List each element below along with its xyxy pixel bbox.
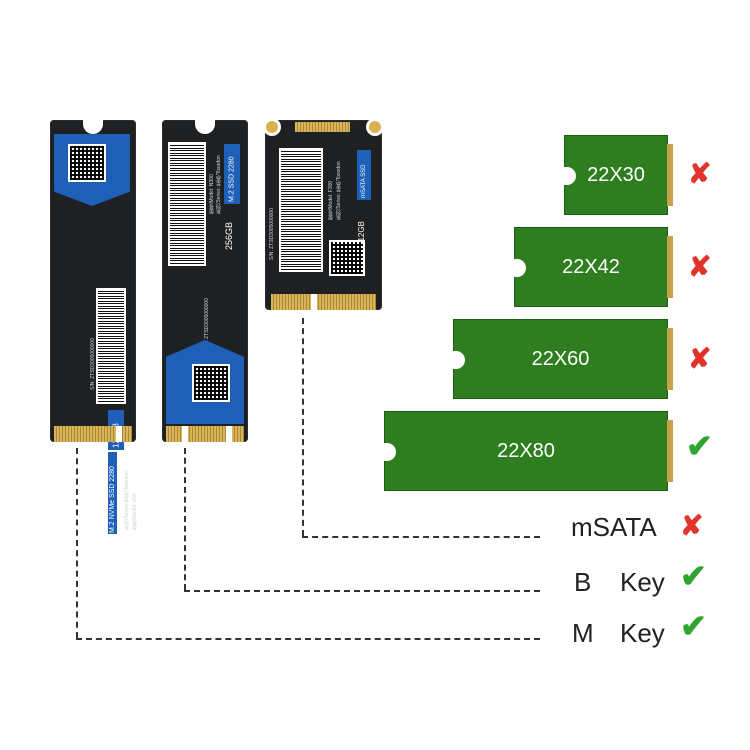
- connector-line-b-key: [184, 590, 540, 592]
- screw-notch: [83, 118, 103, 134]
- cross-icon: ✘: [688, 158, 712, 189]
- screw-hole-right: [366, 118, 384, 136]
- ssd-model: 型号/Model: F300: [328, 180, 334, 220]
- screw-notch: [195, 118, 215, 134]
- connector-line-msata: [302, 318, 304, 536]
- cross-icon: ✘: [680, 510, 704, 541]
- qr-code: [68, 144, 106, 182]
- interface-label-b: B: [574, 567, 592, 597]
- connector-line-b-key: [184, 448, 186, 590]
- ssd-m2-nvme: 128GB M.2 NVMe SSD 2280 系列/Series: 至高/To…: [50, 118, 138, 534]
- check-icon: ✔: [680, 558, 707, 594]
- cross-icon: ✘: [688, 251, 712, 282]
- board-notch: [514, 259, 526, 277]
- b-key-notch: [182, 426, 188, 442]
- board-pins: [667, 235, 673, 299]
- ssd-m2-sata: M.2 SSD 2280 型号/Model: N300 系列/Series: 至…: [162, 118, 248, 442]
- board-22x60: 22X60: [453, 319, 673, 399]
- ssd-model: 型号/Model: V50: [132, 493, 138, 530]
- ssd-serial: S/N: ZTSD3005000000: [269, 208, 275, 260]
- m-key-notch: [226, 426, 232, 442]
- ssd-model: 型号/Model: N300: [209, 174, 215, 214]
- connector-line-m-key: [76, 638, 540, 640]
- gold-contacts: [166, 426, 244, 442]
- ssd-title: mSATA SSD: [357, 150, 371, 200]
- qr-code: [192, 364, 230, 402]
- board-22x80: 22X80: [384, 411, 673, 491]
- msata-key-notch: [311, 294, 317, 310]
- top-pads: [295, 122, 350, 132]
- qr-code: [329, 240, 365, 276]
- ssd-series: 系列/Series: 至高/Tosodon: [336, 161, 342, 220]
- board-notch: [453, 351, 465, 369]
- board-size-label: 22X60: [531, 347, 590, 370]
- board-notch: [384, 443, 396, 461]
- board-pins: [667, 327, 673, 391]
- barcode: [168, 142, 206, 266]
- ssd-title: M.2 NVMe SSD 2280: [108, 452, 117, 534]
- board-size-label: 22X80: [497, 439, 555, 462]
- barcode: [279, 148, 323, 272]
- interface-label-m: M: [572, 618, 594, 648]
- screw-hole-left: [263, 118, 281, 136]
- ssd-series: 系列/Series: 至高/Tosodon: [216, 155, 222, 214]
- ssd-title: M.2 SSD 2280: [224, 144, 240, 204]
- interface-key-word: Key: [620, 618, 665, 648]
- cross-icon: ✘: [688, 343, 712, 374]
- ssd-serial: S/N: ZTSD3005000000: [204, 298, 210, 350]
- gold-contacts: [54, 426, 132, 442]
- capacity-badge: 256GB: [224, 221, 234, 250]
- ssd-serial: S/N: ZTSD3005000000: [90, 338, 96, 390]
- gold-contacts: [271, 294, 376, 310]
- board-pins: [667, 143, 673, 207]
- ssd-series: 系列/Series: 至高/Tosodon: [124, 471, 130, 530]
- board-22x30: 22X30: [564, 135, 673, 215]
- interface-key-word: Key: [620, 567, 665, 597]
- m-key-notch: [116, 426, 122, 442]
- connector-line-m-key: [76, 448, 78, 638]
- board-notch: [564, 167, 576, 185]
- board-22x42: 22X42: [514, 227, 673, 307]
- board-size-label: 22X30: [587, 163, 645, 186]
- ssd-msata: mSATA SSD 型号/Model: F300 系列/Series: 至高/T…: [263, 118, 384, 310]
- board-size-label: 22X42: [562, 255, 620, 278]
- interface-label-msata: mSATA: [571, 512, 657, 542]
- connector-line-msata: [302, 536, 540, 538]
- barcode: [96, 288, 126, 404]
- board-pins: [667, 419, 673, 483]
- check-icon: ✔: [686, 428, 713, 464]
- check-icon: ✔: [680, 608, 707, 644]
